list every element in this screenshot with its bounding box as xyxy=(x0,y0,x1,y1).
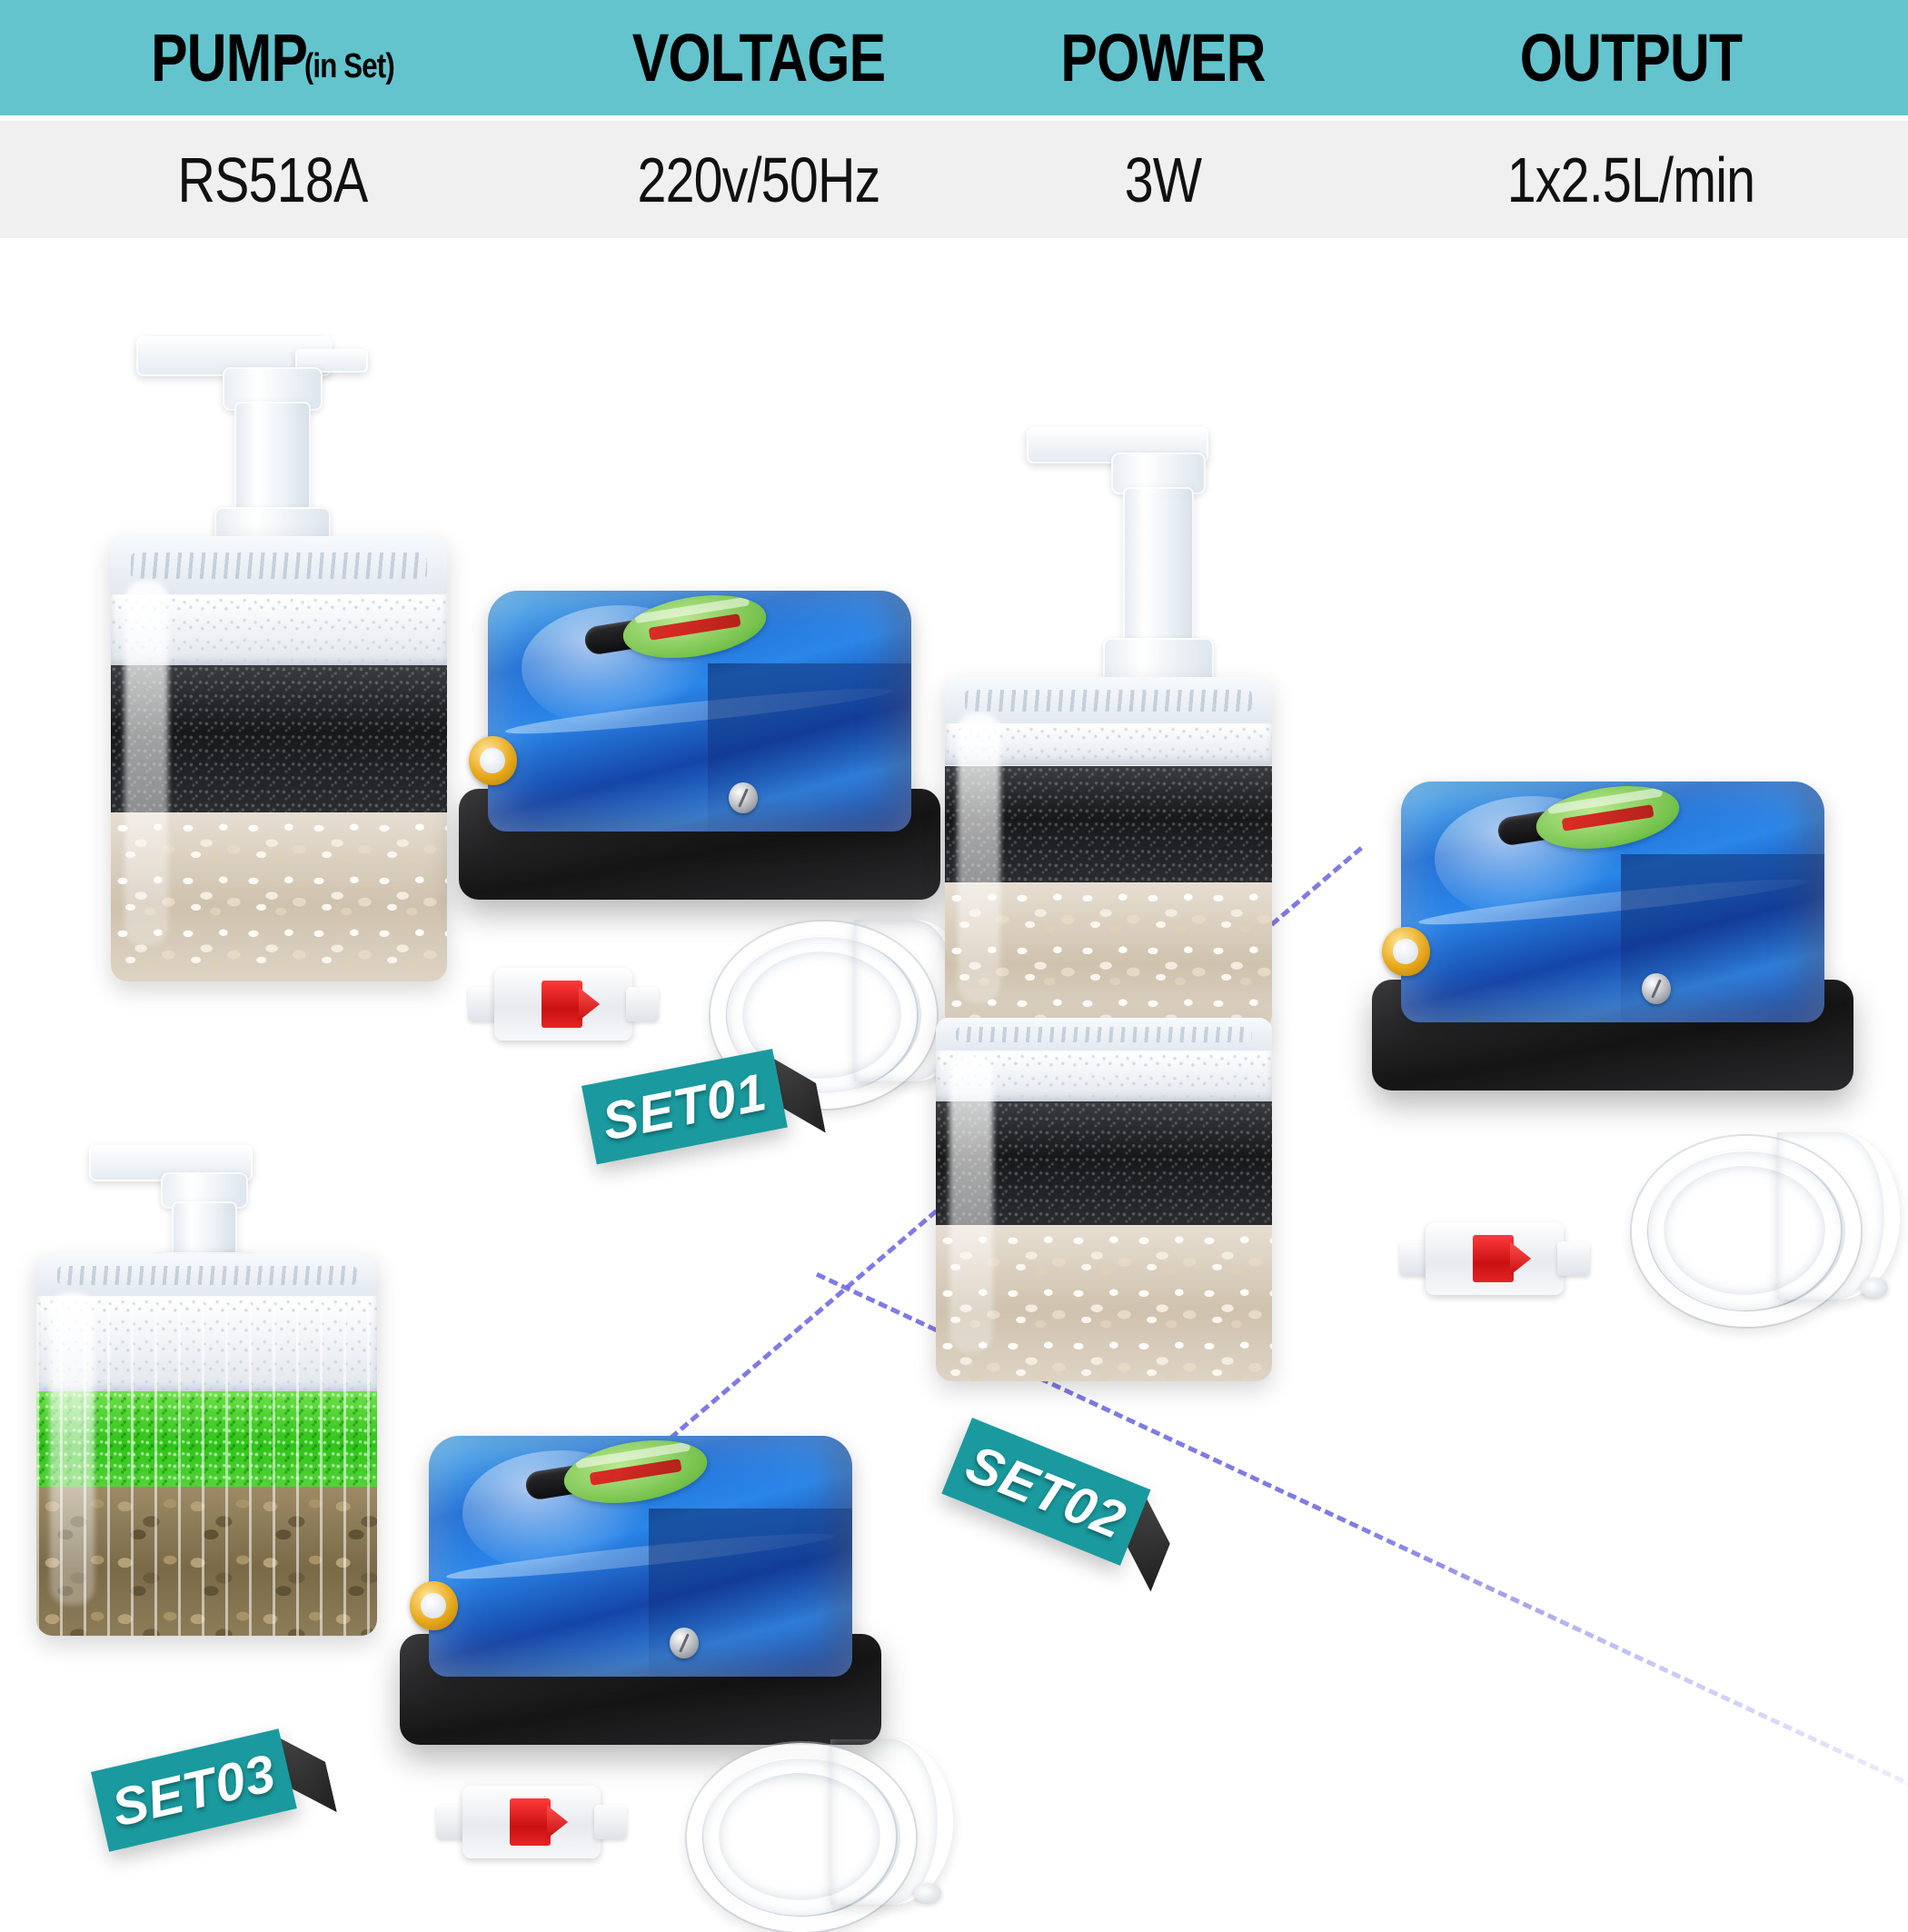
valve-body xyxy=(462,1786,601,1858)
tubing-open-end xyxy=(1861,1278,1888,1298)
pump-housing xyxy=(487,591,912,832)
valve-indicator xyxy=(1472,1234,1515,1283)
spec-header-output: OUTPUT xyxy=(1519,20,1743,95)
spec-header-voltage: VOLTAGE xyxy=(631,20,886,95)
check-valve-set03 xyxy=(436,1772,627,1872)
tubing-tail xyxy=(1777,1132,1900,1300)
air-pump-set02 xyxy=(1372,776,1853,1090)
pump-screw xyxy=(1641,972,1671,1004)
pump-ridge xyxy=(504,681,895,742)
valve-outlet-tip xyxy=(1557,1241,1590,1276)
pump-ridge xyxy=(445,1526,836,1587)
spec-value-voltage: 220v/50Hz xyxy=(637,144,880,215)
filter-riser-set01 xyxy=(136,336,386,609)
pump-ridge xyxy=(1417,871,1808,932)
filter-lid xyxy=(936,1018,1272,1052)
pump-air-outlet-nozzle xyxy=(1381,926,1430,977)
valve-indicator xyxy=(541,980,583,1029)
air-tubing-set03 xyxy=(687,1739,963,1932)
spec-header-pump: PUMP(in Set) xyxy=(49,0,496,115)
check-valve-set01 xyxy=(468,954,659,1054)
air-pump-set03 xyxy=(400,1430,881,1745)
spec-value-output: 1x2.5L/min xyxy=(1506,144,1755,215)
air-pump-set01 xyxy=(459,585,940,900)
tent-card-face: SET03 xyxy=(91,1728,297,1852)
pump-screw xyxy=(728,782,758,813)
spec-value-pump: RS518A xyxy=(177,144,369,215)
pump-air-outlet-nozzle xyxy=(468,735,517,786)
pump-air-outlet-nozzle xyxy=(409,1580,458,1631)
spec-table: PUMP(in Set) VOLTAGE POWER OUTPUT RS518A… xyxy=(0,0,1908,238)
corner-filter-set02-upper xyxy=(945,677,1272,1031)
spec-table-value-row: RS518A 220v/50Hz 3W 1x2.5L/min xyxy=(0,121,1908,238)
filter-housing-upper xyxy=(945,677,1272,1031)
check-valve-set02 xyxy=(1399,1209,1590,1309)
filter-highlight xyxy=(50,1292,94,1606)
product-scene-set03: SET03 xyxy=(0,1072,999,1932)
corner-filter-set01 xyxy=(111,536,447,981)
filter-housing xyxy=(36,1254,377,1636)
valve-outlet-tip xyxy=(594,1805,627,1839)
filter-highlight xyxy=(949,1054,993,1352)
product-scene-set02: SET02 xyxy=(936,0,1908,1636)
box-filter-set03 xyxy=(36,1254,377,1636)
filter-highlight xyxy=(124,581,168,946)
tubing-tail xyxy=(830,1739,953,1905)
product-scene-set01: SET01 xyxy=(0,0,999,1272)
spec-table-header-row: PUMP(in Set) VOLTAGE POWER OUTPUT xyxy=(0,0,1908,115)
filter-housing xyxy=(111,536,447,981)
valve-body xyxy=(1426,1222,1564,1295)
tubing-open-end xyxy=(914,1883,941,1903)
spec-header-power: POWER xyxy=(1060,20,1266,95)
pump-screw xyxy=(669,1627,699,1658)
spec-header-pump-label: PUMP xyxy=(151,20,308,95)
filter-highlight xyxy=(958,712,1001,1003)
filter-lid xyxy=(111,536,447,596)
spec-value-power: 3W xyxy=(1124,144,1202,215)
valve-outlet-tip xyxy=(626,987,659,1021)
valve-indicator xyxy=(509,1798,552,1847)
divider-fade-overlay xyxy=(1345,1527,1908,1836)
filter-housing-lower xyxy=(936,1018,1272,1381)
air-tubing-set02 xyxy=(1632,1132,1908,1327)
riser-tube xyxy=(234,402,311,520)
valve-body xyxy=(494,968,632,1041)
spec-header-pump-sublabel: (in Set) xyxy=(303,47,395,85)
corner-filter-set02-lower xyxy=(936,1018,1272,1381)
filter-lid xyxy=(36,1254,377,1299)
riser-tube xyxy=(1123,487,1194,651)
